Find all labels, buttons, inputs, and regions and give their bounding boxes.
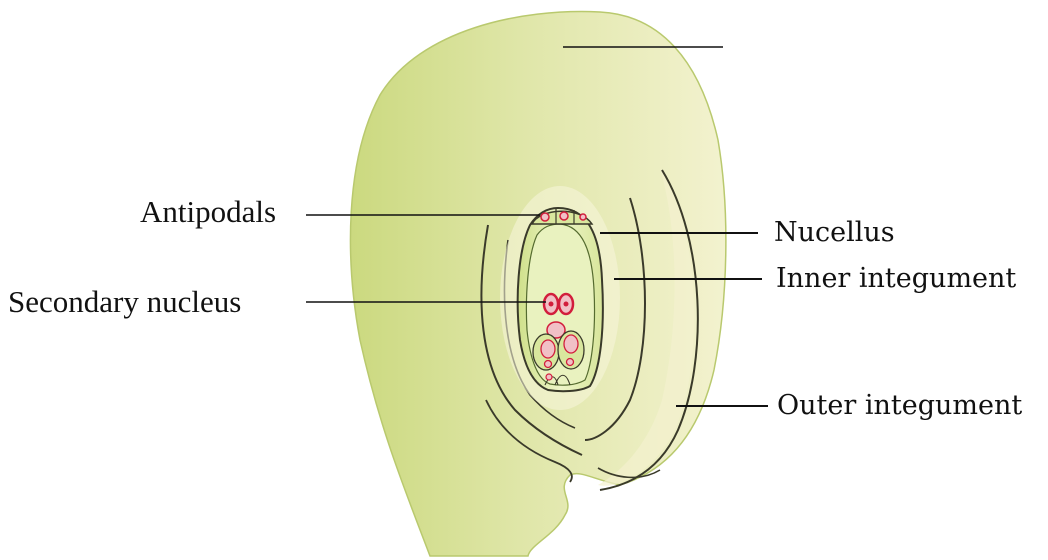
label-nucellus: Nucellus xyxy=(774,217,895,248)
antipodal-cells xyxy=(530,209,594,225)
inner-integument-right-edge xyxy=(584,197,646,441)
outer-integument-left-edge xyxy=(480,224,583,456)
egg-apparatus xyxy=(532,321,585,386)
label-inner-integument: Inner integument xyxy=(776,263,1017,294)
label-antipodals: Antipodals xyxy=(140,194,277,229)
outer-lobe-lip xyxy=(597,467,661,479)
outer-integument-right-edge xyxy=(599,169,699,491)
micropyle-lip xyxy=(485,399,573,483)
label-secondary-nucleus: Secondary nucleus xyxy=(8,284,242,319)
secondary-nucleus xyxy=(542,292,575,316)
outer-integument-shape xyxy=(598,168,695,486)
label-outer-integument: Outer integument xyxy=(777,390,1023,421)
